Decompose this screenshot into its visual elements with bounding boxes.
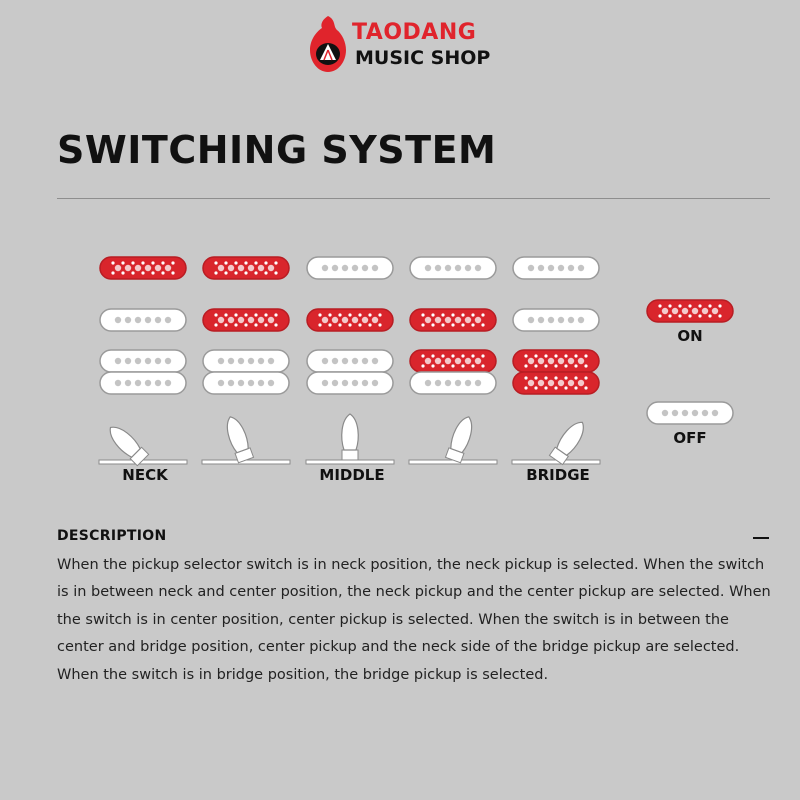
selector-lever <box>408 416 498 465</box>
middle-pickup <box>409 308 497 332</box>
neck-pickup <box>99 256 187 280</box>
bridge-humbucker-coil <box>409 349 497 373</box>
description-text: When the pickup selector switch is in ne… <box>57 557 771 683</box>
shop-logo: TAODANG MUSIC SHOP <box>306 12 506 74</box>
bridge-humbucker-coil <box>306 349 394 373</box>
title-divider <box>57 198 770 199</box>
description-heading: DESCRIPTION <box>57 528 167 544</box>
neck-pickup <box>409 256 497 280</box>
bridge-humbucker-coil <box>306 371 394 395</box>
bridge-humbucker-coil <box>202 371 290 395</box>
selector-lever <box>98 426 188 467</box>
position-label: BRIDGE <box>526 466 590 484</box>
bridge-humbucker-coil <box>512 371 600 395</box>
shop-logo-icon <box>310 16 346 72</box>
legend-off-label: OFF <box>673 429 706 447</box>
minus-icon[interactable] <box>749 526 773 550</box>
middle-pickup <box>99 308 187 332</box>
middle-pickup <box>306 308 394 332</box>
bridge-humbucker-coil <box>99 371 187 395</box>
brand-name: TAODANG <box>352 20 477 45</box>
bridge-humbucker-coil <box>202 349 290 373</box>
position-label: NECK <box>122 466 169 484</box>
selector-lever <box>511 421 601 466</box>
position-label: MIDDLE <box>319 466 384 484</box>
legend-on-pickup <box>646 299 734 323</box>
bridge-humbucker-coil <box>409 371 497 395</box>
neck-pickup <box>306 256 394 280</box>
legend-on-label: ON <box>677 327 702 345</box>
selector-lever <box>305 413 395 465</box>
legend-off-pickup <box>646 401 734 425</box>
brand-subtitle: MUSIC SHOP <box>355 47 491 69</box>
bridge-humbucker-coil <box>99 349 187 373</box>
bridge-humbucker-coil <box>512 349 600 373</box>
middle-pickup <box>512 308 600 332</box>
neck-pickup <box>202 256 290 280</box>
neck-pickup <box>512 256 600 280</box>
selector-lever <box>201 416 291 465</box>
page-title: SWITCHING SYSTEM <box>57 128 497 172</box>
middle-pickup <box>202 308 290 332</box>
switching-diagram: NECK MIDDLE BRIDGE ON OFF <box>98 256 734 484</box>
